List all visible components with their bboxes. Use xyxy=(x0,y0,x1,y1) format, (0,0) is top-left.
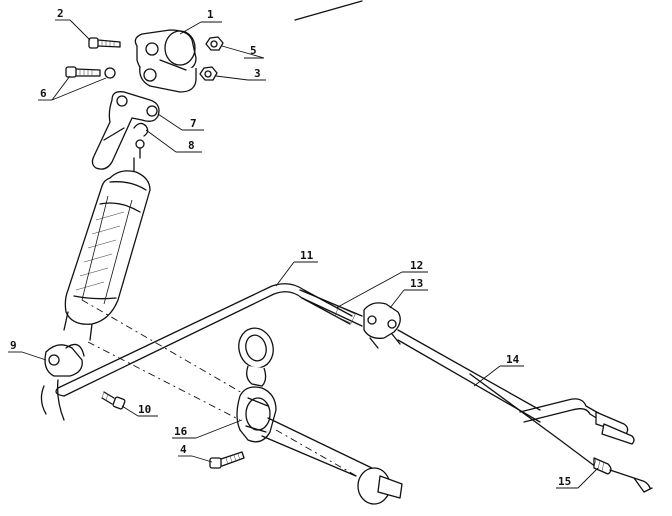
label-8: 8 xyxy=(188,139,195,152)
label-9: 9 xyxy=(10,339,17,352)
stray-line xyxy=(294,0,363,21)
centerline-a xyxy=(81,299,245,395)
label-11: 11 xyxy=(300,249,314,262)
connector-tubes xyxy=(595,411,635,445)
lower-clamp-9 xyxy=(40,343,85,421)
label-5: 5 xyxy=(250,44,257,57)
nut-3 xyxy=(199,66,218,81)
label-6: 6 xyxy=(40,87,47,100)
label-3: 3 xyxy=(254,67,261,80)
gas-spring-cylinder xyxy=(63,157,151,341)
label-12: 12 xyxy=(410,259,423,272)
bolt-4 xyxy=(209,451,245,469)
label-13: 13 xyxy=(410,277,423,290)
lever-7 xyxy=(91,91,160,170)
centerline-b xyxy=(87,341,241,421)
label-15: 15 xyxy=(558,475,571,488)
bracket-13 xyxy=(363,302,401,349)
bolt-2 xyxy=(88,37,121,49)
centerline-c xyxy=(275,429,361,479)
fitting-15 xyxy=(593,457,653,493)
ring-clamp-16 xyxy=(236,327,277,443)
cable-14 xyxy=(397,329,635,471)
pin-8 xyxy=(133,122,149,159)
upper-clamp xyxy=(134,29,197,93)
label-10: 10 xyxy=(138,403,151,416)
bolt-6 xyxy=(65,66,116,79)
callouts: 1 2 5 3 6 7 8 9 10 11 xyxy=(8,7,599,489)
label-16: 16 xyxy=(174,425,188,438)
label-1: 1 xyxy=(207,8,214,21)
tube-12 xyxy=(299,289,363,327)
bottom-shaft xyxy=(261,417,403,505)
label-7: 7 xyxy=(190,117,197,130)
label-2: 2 xyxy=(57,7,64,20)
label-4: 4 xyxy=(180,443,187,456)
nut-5 xyxy=(205,36,224,51)
bolt-10 xyxy=(101,391,126,410)
label-14: 14 xyxy=(506,353,520,366)
